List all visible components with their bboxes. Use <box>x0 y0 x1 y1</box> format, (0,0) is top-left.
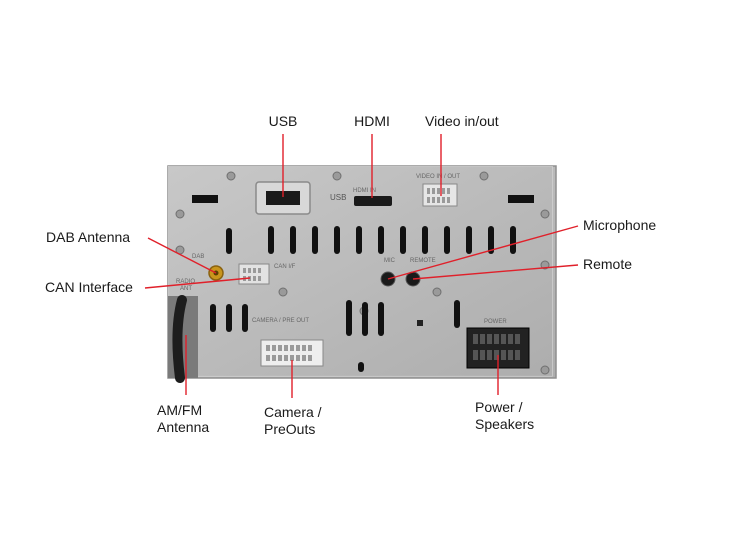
screw <box>479 171 489 181</box>
screw <box>432 287 442 297</box>
vent-slots-upper <box>226 226 516 254</box>
power-label-line2: Speakers <box>475 416 535 432</box>
remote-leader <box>412 264 579 280</box>
panel-inner-edge <box>168 166 553 377</box>
mount-slot <box>508 195 534 203</box>
can-leader <box>144 277 251 289</box>
am-fm-antenna-cable <box>172 295 187 383</box>
can-interface-label: CAN Interface <box>45 279 133 295</box>
amfm-label-line2: Antenna <box>157 419 210 435</box>
power-label-line1: Power / <box>475 399 523 415</box>
screw <box>540 209 550 219</box>
radio-print-1: RADIO <box>176 279 195 285</box>
can-print: CAN I/F <box>274 264 296 270</box>
amfm-label-line1: AM/FM <box>157 402 203 418</box>
hdmi-port <box>354 196 392 206</box>
camera-print: CAMERA / PRE OUT <box>252 318 309 324</box>
screw <box>332 171 342 181</box>
usb-label: USB <box>268 113 298 129</box>
dab-leader <box>147 237 217 274</box>
radio-print-2: ANT <box>180 286 192 292</box>
usb-port <box>266 191 300 205</box>
vent-slots-lower <box>210 300 460 372</box>
screw <box>278 287 288 297</box>
usb-print: USB <box>330 193 346 202</box>
dab-print: DAB <box>192 254 204 260</box>
screw <box>226 171 236 181</box>
dab-antenna-label: DAB Antenna <box>46 229 131 245</box>
video-label: Video in/out <box>425 113 499 129</box>
leader-lines <box>144 134 579 398</box>
mount-slot <box>192 195 218 203</box>
microphone-leader <box>387 225 579 280</box>
small-port <box>417 320 423 326</box>
power-print: POWER <box>484 319 507 325</box>
screw <box>175 209 185 219</box>
video-print: VIDEO IN / OUT <box>416 174 460 180</box>
hdmi-label: HDMI <box>354 113 390 129</box>
screw <box>540 365 550 375</box>
hdmi-print: HDMI IN <box>353 188 376 194</box>
camera-label-line1: Camera / <box>264 404 322 420</box>
camera-label-line2: PreOuts <box>264 421 316 437</box>
remote-print: REMOTE <box>410 258 436 264</box>
microphone-label: Microphone <box>583 217 657 233</box>
remote-label: Remote <box>583 256 633 272</box>
mic-print: MIC <box>384 258 396 264</box>
